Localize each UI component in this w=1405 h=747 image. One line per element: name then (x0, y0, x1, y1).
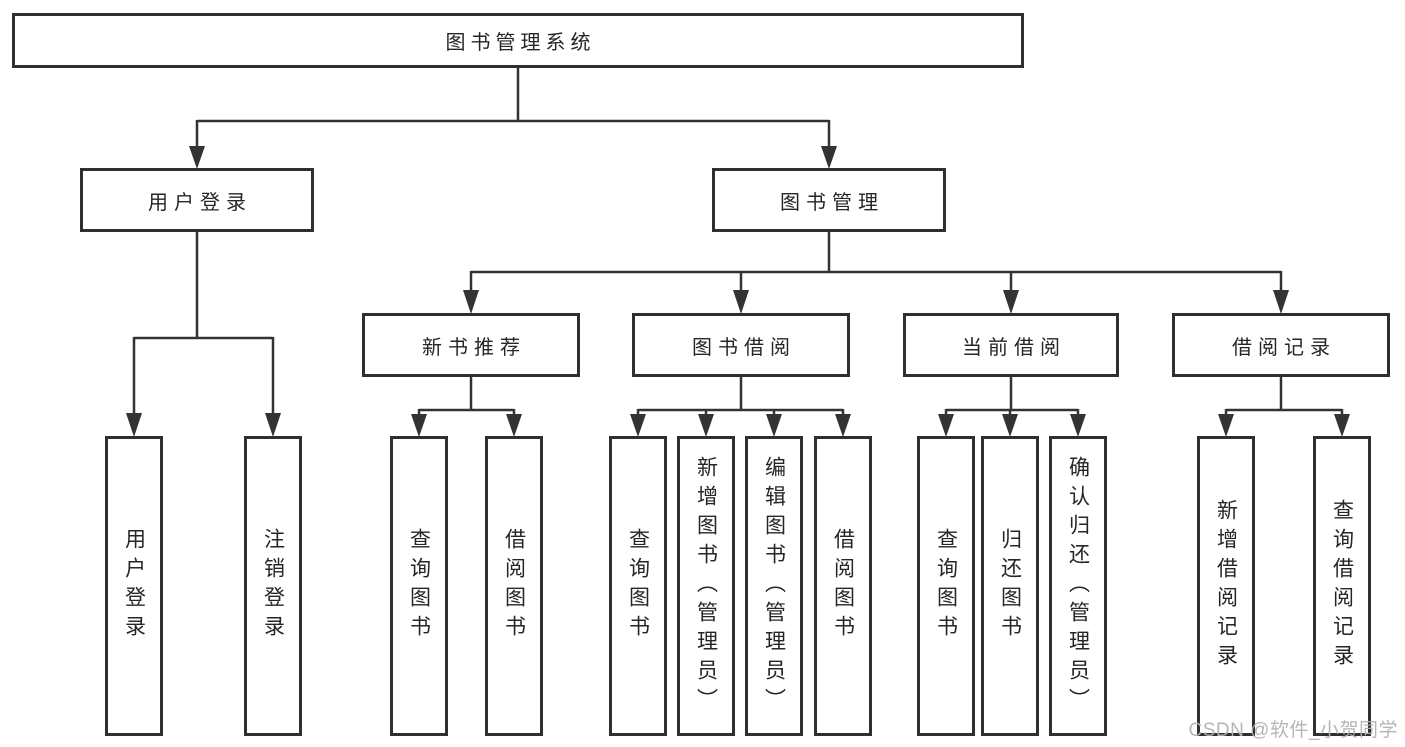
leaf-confirm-return-admin-label: 确认归还（管理员） (1066, 455, 1090, 717)
node-user-login-label: 用户登录 (148, 191, 252, 214)
leaf-query-borrow-record: 查询借阅记录 (1313, 436, 1371, 736)
connector-new-book-to-leaves (411, 377, 522, 437)
connector-root-to-level1 (189, 68, 837, 169)
leaf-confirm-return-admin: 确认归还（管理员） (1049, 436, 1107, 736)
node-borrow-record: 借阅记录 (1172, 313, 1390, 377)
connector-book-mgmt-to-level2 (463, 232, 1289, 314)
connector-book-borrow-to-leaves (630, 377, 851, 437)
leaf-query-borrow-record-label: 查询借阅记录 (1330, 499, 1354, 673)
leaf-add-book-admin: 新增图书（管理员） (677, 436, 735, 736)
leaf-logout-label: 注销登录 (261, 528, 285, 644)
node-new-book-recommend-label: 新书推荐 (422, 336, 526, 359)
node-new-book-recommend: 新书推荐 (362, 313, 580, 377)
node-borrow-record-label: 借阅记录 (1232, 336, 1336, 359)
leaf-current-query-book: 查询图书 (917, 436, 975, 736)
leaf-current-query-book-label: 查询图书 (934, 528, 958, 644)
node-book-mgmt: 图书管理 (712, 168, 946, 232)
leaf-edit-book-admin-label: 编辑图书（管理员） (762, 455, 786, 717)
leaf-return-book: 归还图书 (981, 436, 1039, 736)
leaf-user-login: 用户登录 (105, 436, 163, 736)
leaf-add-borrow-record: 新增借阅记录 (1197, 436, 1255, 736)
leaf-new-book-query-label: 查询图书 (407, 528, 431, 644)
leaf-borrow-book: 借阅图书 (814, 436, 872, 736)
node-book-borrow: 图书借阅 (632, 313, 850, 377)
connector-borrow-record-to-leaves (1218, 377, 1350, 437)
leaf-borrow-query-book-label: 查询图书 (626, 528, 650, 644)
leaf-add-book-admin-label: 新增图书（管理员） (694, 455, 718, 717)
node-book-borrow-label: 图书借阅 (692, 336, 796, 359)
leaf-new-book-borrow: 借阅图书 (485, 436, 543, 736)
connector-current-borrow-to-leaves (938, 377, 1086, 437)
leaf-user-login-label: 用户登录 (122, 528, 146, 644)
node-user-login: 用户登录 (80, 168, 314, 232)
node-root: 图书管理系统 (12, 13, 1024, 68)
node-root-label: 图书管理系统 (445, 32, 596, 54)
leaf-edit-book-admin: 编辑图书（管理员） (745, 436, 803, 736)
leaf-new-book-query: 查询图书 (390, 436, 448, 736)
csdn-watermark: CSDN @软件_小贺同学 (1188, 720, 1398, 741)
leaf-return-book-label: 归还图书 (998, 528, 1022, 644)
leaf-new-book-borrow-label: 借阅图书 (502, 528, 526, 644)
node-current-borrow-label: 当前借阅 (962, 336, 1066, 359)
leaf-borrow-book-label: 借阅图书 (831, 528, 855, 644)
leaf-add-borrow-record-label: 新增借阅记录 (1214, 499, 1238, 673)
leaf-borrow-query-book: 查询图书 (609, 436, 667, 736)
connector-user-login-to-leaves (126, 232, 281, 437)
leaf-logout: 注销登录 (244, 436, 302, 736)
node-current-borrow: 当前借阅 (903, 313, 1119, 377)
node-book-mgmt-label: 图书管理 (780, 191, 884, 214)
